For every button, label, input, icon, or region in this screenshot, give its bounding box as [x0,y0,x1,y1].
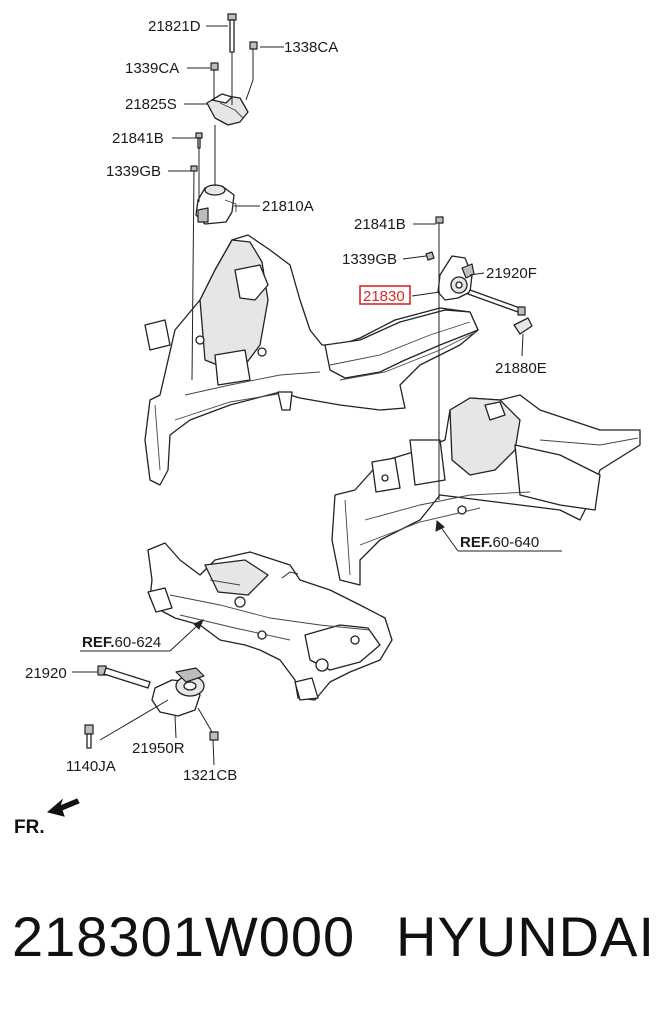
engine-mount-21810A [195,184,237,225]
label-21841B-upper: 21841B [112,130,164,147]
right-body-structure [331,394,641,586]
bolt-21821D [227,13,237,53]
label-21920F: 21920F [486,265,537,282]
bolt-1339GB-upper [190,165,198,172]
label-1338CA: 1338CA [284,39,338,56]
bolt-21841B-upper [195,132,203,149]
highlight-box-21830 [359,285,411,305]
label-21841B-lower: 21841B [354,216,406,233]
label-21880E: 21880E [495,360,547,377]
label-21950R: 21950R [132,740,185,757]
bracket-21950R [151,667,205,717]
parts-diagram: 21821D 1338CA 1339CA 21825S 21841B 1339G… [14,13,641,838]
engine-mount-21830 [437,255,475,301]
brand-name: HYUNDAI [396,905,656,968]
bolt-21920 [97,665,151,689]
bolt-21920F [467,289,526,316]
left-body-structure [144,234,479,486]
label-21810A: 21810A [262,198,314,215]
nut-1338CA [249,41,258,50]
subframe [147,542,393,701]
bolt-1339GB-lower [425,251,435,261]
ref-60-640: REF.60-640 [460,534,539,551]
ref-prefix: REF. [460,534,493,551]
label-1140JA: 1140JA [66,758,116,775]
label-1339GB-lower: 1339GB [342,251,397,268]
ref-prefix: REF. [82,634,115,651]
nut-1321CB [209,731,219,741]
nut-1339CA [210,62,219,71]
leader-lines [72,25,562,766]
bolt-1140JA [84,724,94,749]
label-1339GB-upper: 1339GB [106,163,161,180]
bolt-21841B-lower [435,216,444,224]
label-1339CA: 1339CA [125,60,179,77]
front-arrow-icon [46,798,80,817]
engine-mount-bracket-21825S [206,93,249,126]
part-number: 218301W000 [12,905,356,968]
ref-code: 60-640 [493,534,540,551]
bracket-21880E [513,317,533,335]
footer: 218301W000 HYUNDAI [0,900,656,980]
ref-code: 60-624 [115,634,162,651]
label-21821D: 21821D [148,18,201,35]
label-21920: 21920 [25,665,67,682]
label-21830: 21830 [363,288,405,305]
label-21825S: 21825S [125,96,177,113]
ref-60-624: REF.60-624 [82,634,161,651]
direction-label: FR. [14,817,45,838]
label-1321CB: 1321CB [183,767,237,784]
